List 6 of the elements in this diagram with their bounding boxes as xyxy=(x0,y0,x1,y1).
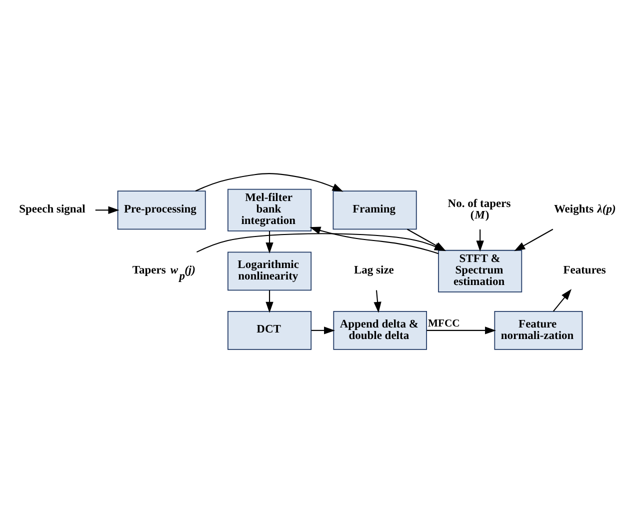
node-text: Features xyxy=(563,264,606,276)
node-text: Speech signal xyxy=(19,202,86,215)
edge-label: MFCC xyxy=(428,318,460,330)
node-text: Lag size xyxy=(354,264,394,276)
node-text: Weights λ(p) xyxy=(554,202,616,215)
node-text: No. of tapers (M) xyxy=(448,197,511,221)
